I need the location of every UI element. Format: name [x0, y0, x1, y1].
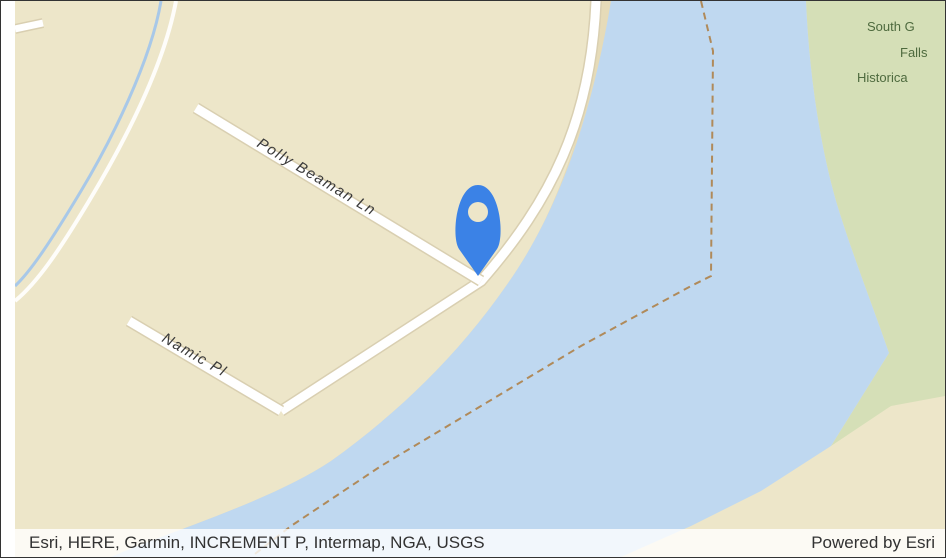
polly-beaman-road[interactable]	[193, 104, 484, 285]
attribution-bar: Esri, HERE, Garmin, INCREMENT P, Interma…	[15, 529, 945, 557]
trail-road	[15, 1, 178, 303]
creek	[15, 1, 163, 288]
map-canvas[interactable]: Polly Beaman Ln Namic Pl South G Falls H…	[15, 1, 945, 557]
park-label-line1: South G	[867, 19, 915, 34]
boundary-line	[250, 1, 715, 557]
namic-road[interactable]	[126, 317, 284, 415]
powered-by-esri-link[interactable]: Powered by Esri	[811, 533, 935, 552]
attribution-text: Esri, HERE, Garmin, INCREMENT P, Interma…	[29, 533, 485, 552]
river	[111, 1, 889, 557]
main-road[interactable]	[278, 1, 601, 415]
road-minor	[15, 19, 44, 33]
park-label-line3: Historica	[857, 70, 908, 85]
map-pin-icon[interactable]	[455, 185, 501, 276]
land-patch	[831, 396, 945, 557]
park-label-line2: Falls	[900, 45, 928, 60]
